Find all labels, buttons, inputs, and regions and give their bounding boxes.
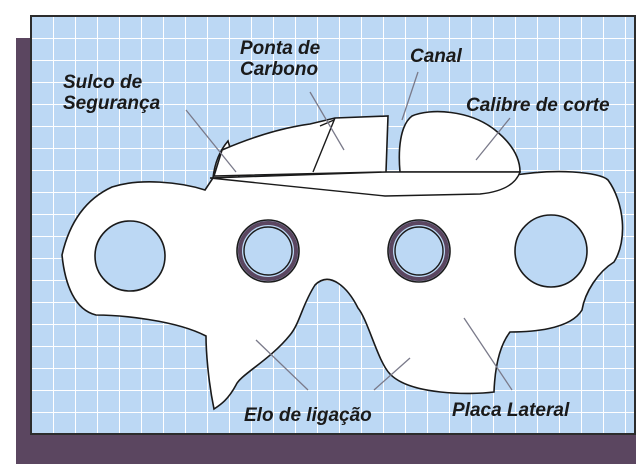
label-placa-lateral: Placa Lateral bbox=[452, 400, 570, 421]
leader-elo-left bbox=[255, 339, 309, 391]
rivet-left-inner bbox=[243, 226, 293, 276]
side-plate-shape bbox=[61, 139, 624, 411]
rivet-left-ring bbox=[238, 221, 298, 281]
label-ponta-de-carbono: Ponta de Carbono bbox=[240, 38, 320, 80]
leader-sulco bbox=[185, 109, 237, 173]
label-ponta-line2: Carbono bbox=[240, 59, 319, 80]
leader-canal bbox=[401, 71, 419, 121]
rivet-right-ring bbox=[389, 221, 449, 281]
label-sulco-line2: Segurança bbox=[63, 93, 161, 114]
label-sulco-line1: Sulco de bbox=[63, 72, 143, 93]
depth-gauge-shape bbox=[398, 110, 521, 173]
leader-elo-right bbox=[373, 357, 411, 391]
leader-ponta bbox=[309, 91, 345, 151]
rivet-right-inner bbox=[394, 226, 444, 276]
carbide-tip-shape bbox=[312, 117, 336, 173]
label-elo-de-ligacao: Elo de ligação bbox=[244, 405, 372, 426]
label-canal: Canal bbox=[410, 46, 462, 67]
outer-hole-right bbox=[514, 214, 588, 288]
outer-hole-left bbox=[94, 220, 166, 292]
leader-calibre bbox=[475, 117, 511, 161]
label-ponta-line1: Ponta de bbox=[240, 38, 321, 59]
label-calibre-de-corte: Calibre de corte bbox=[466, 95, 610, 116]
leader-placa bbox=[463, 317, 513, 391]
cutter-top-shape bbox=[212, 115, 389, 177]
base-strip-shape bbox=[209, 171, 521, 197]
label-sulco-de-seguranca: Sulco de Segurança bbox=[63, 72, 160, 114]
